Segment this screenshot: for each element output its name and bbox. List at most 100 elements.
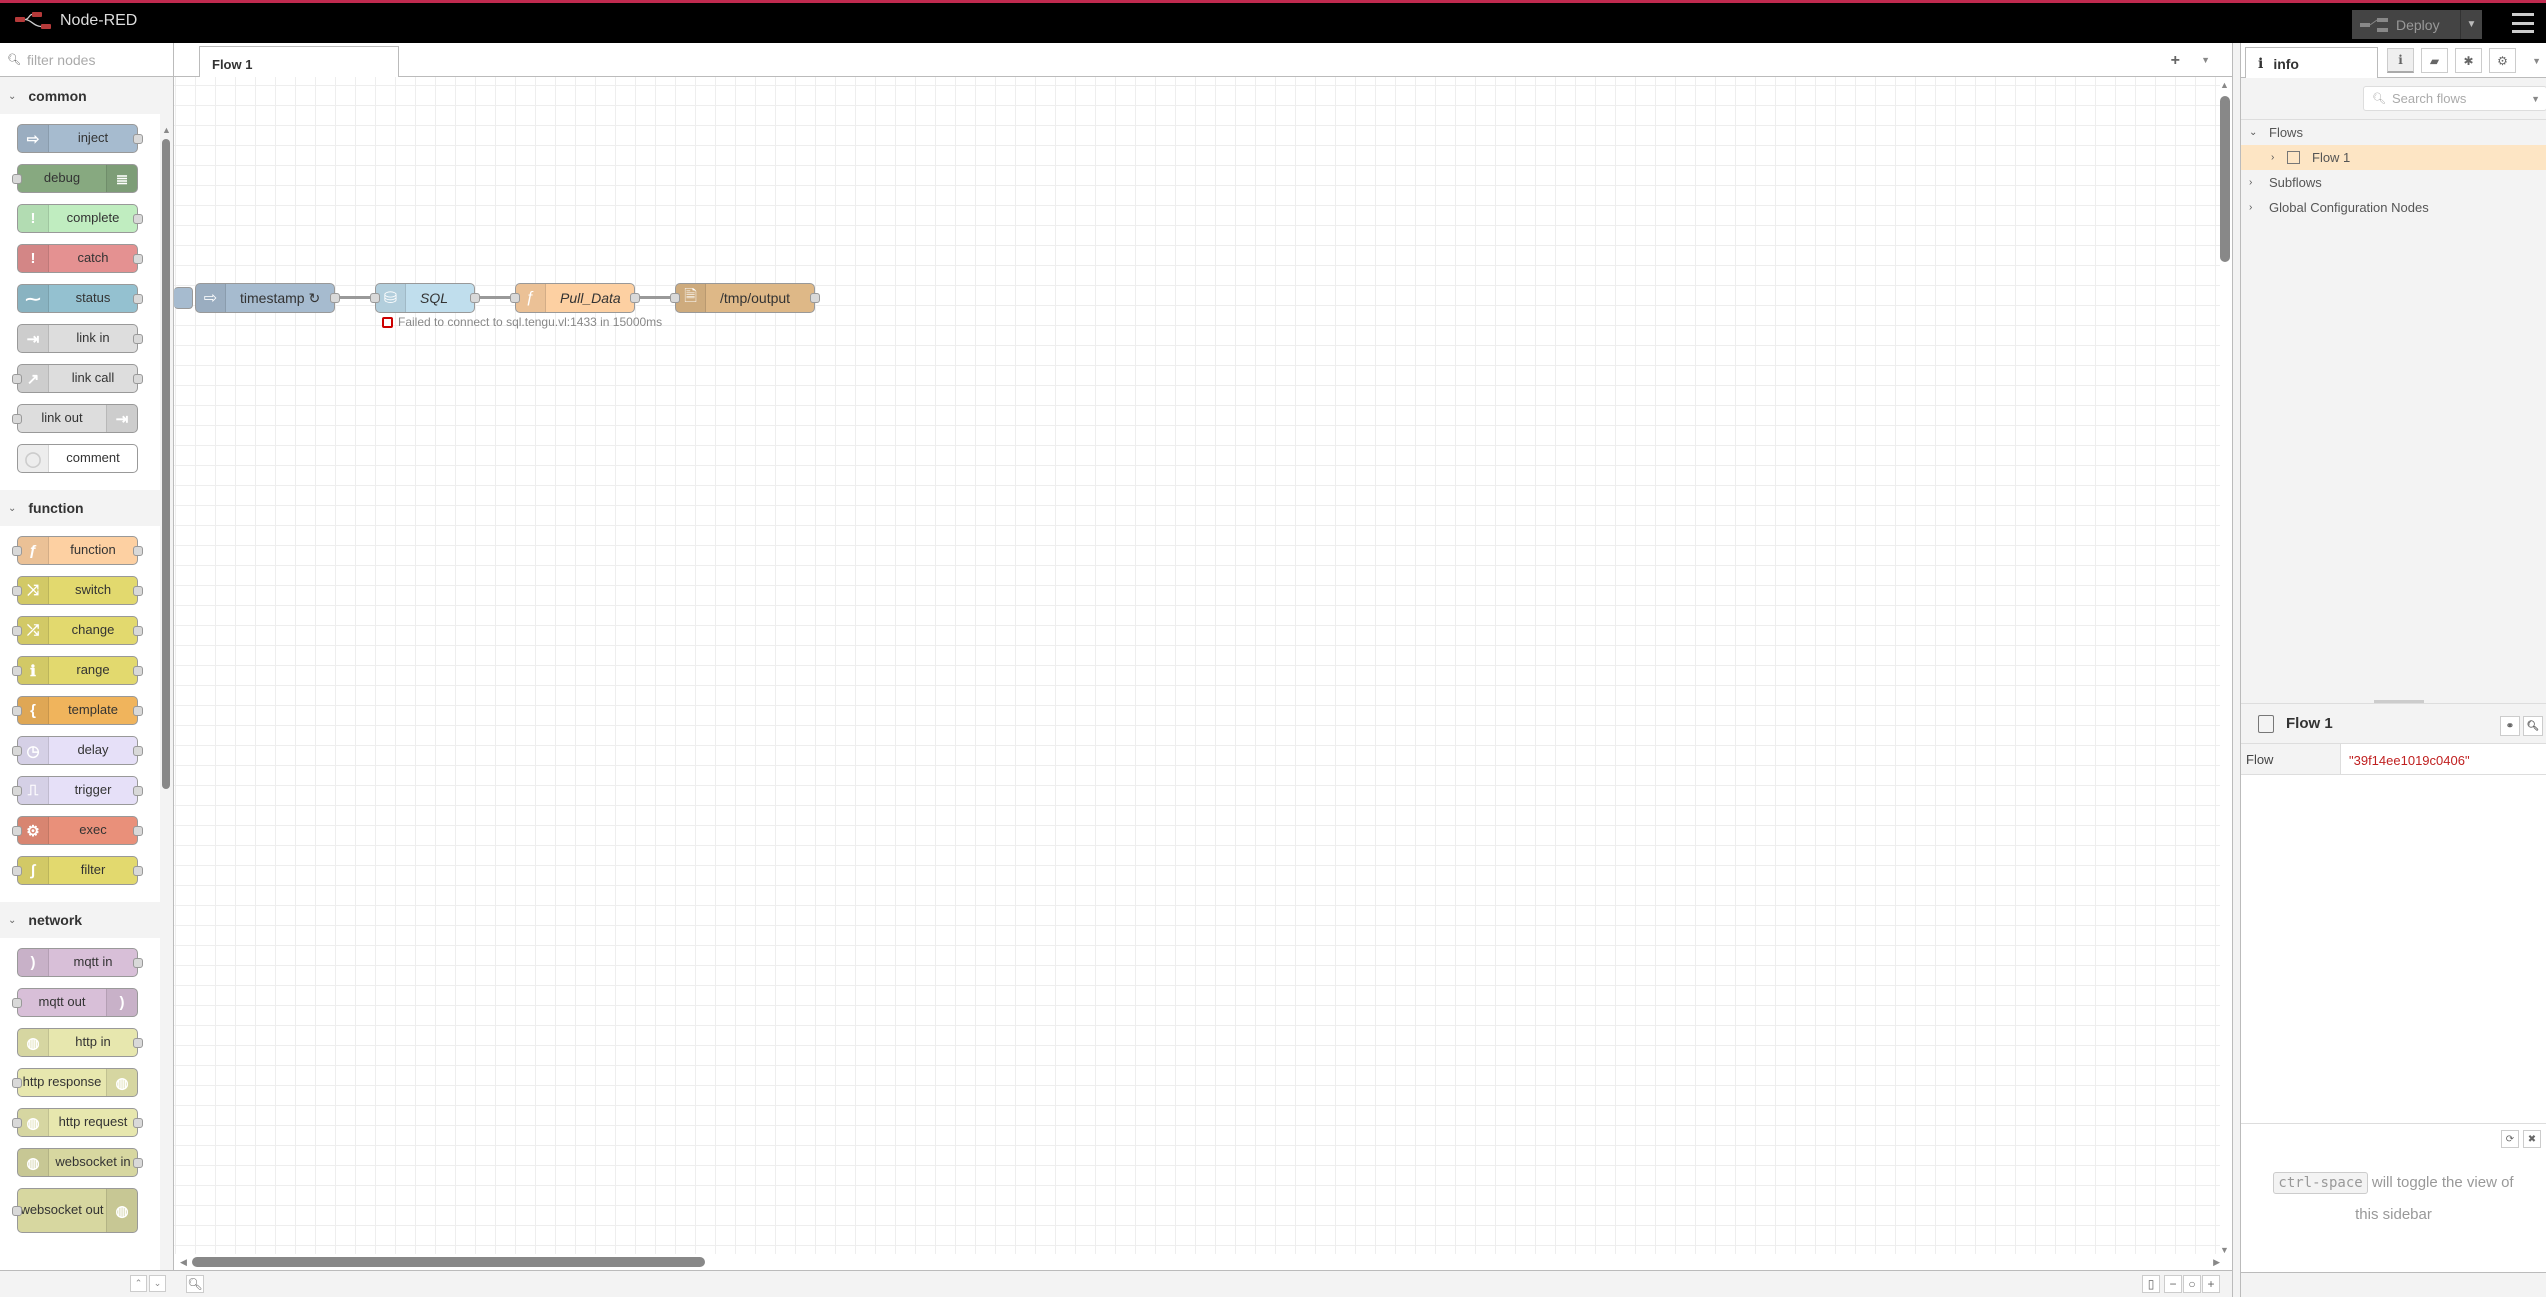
palette-node-filter[interactable]: ∫filter xyxy=(12,856,143,885)
debug-bug-icon[interactable]: ✱ xyxy=(2455,48,2482,73)
refresh-tip-icon[interactable]: ⟳ xyxy=(2501,1130,2519,1148)
flow-node-sql[interactable]: ⛁SQL xyxy=(370,283,480,313)
palette-node-change[interactable]: ⤮change xyxy=(12,616,143,645)
palette-node-inject[interactable]: ⇨inject xyxy=(17,124,143,153)
palette-node-link-call[interactable]: ↗link call xyxy=(12,364,143,393)
zoom-reset-icon[interactable]: ○ xyxy=(2183,1275,2201,1293)
output-port[interactable] xyxy=(470,293,480,303)
add-flow-plus-icon[interactable]: + xyxy=(2170,52,2180,69)
deploy-button[interactable]: Deploy ▼ xyxy=(2352,10,2482,39)
palette-node-switch[interactable]: ⤨switch xyxy=(12,576,143,605)
collapse-all-icon[interactable]: ⌃ xyxy=(130,1275,147,1292)
palette-node-complete[interactable]: !complete xyxy=(17,204,143,233)
output-port xyxy=(133,825,143,836)
node-label: complete xyxy=(66,210,120,226)
input-port xyxy=(12,745,22,756)
help-book-icon[interactable]: ▰ xyxy=(2421,48,2448,73)
output-port[interactable] xyxy=(330,293,340,303)
palette-filter-input[interactable]: 🔍︎ filter nodes xyxy=(0,43,173,77)
flow-node-tmp-output[interactable]: 🗎/tmp/output xyxy=(670,283,820,313)
zoom-in-icon[interactable]: + xyxy=(2202,1275,2220,1293)
tree-item-global-config[interactable]: ›Global Configuration Nodes xyxy=(2241,195,2546,220)
palette-node-exec[interactable]: ⚙exec xyxy=(12,816,143,845)
sidebar-tabs-caret-icon[interactable]: ▼ xyxy=(2532,56,2541,66)
input-port xyxy=(12,1077,22,1088)
output-port xyxy=(133,133,143,144)
palette-node-mqtt-in[interactable]: )mqtt in xyxy=(17,948,143,977)
flow-node-timestamp[interactable]: ⇨timestamp ↻ xyxy=(195,283,340,313)
node-label: range xyxy=(76,662,110,678)
palette-node-catch[interactable]: !catch xyxy=(17,244,143,273)
wire[interactable] xyxy=(335,296,375,299)
palette-node-http-request[interactable]: ◍http request xyxy=(12,1108,143,1137)
flow-list-caret-icon[interactable]: ▼ xyxy=(2201,55,2210,65)
palette-node-mqtt-out[interactable]: mqtt out) xyxy=(12,988,138,1017)
globe-icon: ◍ xyxy=(18,1149,49,1176)
palette-category-common[interactable]: ⌄common xyxy=(0,78,160,114)
database-icon: ⛁ xyxy=(376,284,406,312)
node-label: status xyxy=(75,290,111,306)
input-port[interactable] xyxy=(510,293,520,303)
palette-node-http-in[interactable]: ◍http in xyxy=(17,1028,143,1057)
search-flows-input[interactable]: 🔍︎ Search flows ▼ xyxy=(2363,86,2546,111)
tree-item-flows[interactable]: ⌄Flows xyxy=(2241,120,2546,145)
chevron-down-icon: ⌄ xyxy=(8,502,17,514)
palette-node-comment[interactable]: ◯comment xyxy=(17,444,138,473)
palette-node-template[interactable]: {template xyxy=(12,696,143,725)
config-gear-icon[interactable]: ⚙ xyxy=(2489,48,2516,73)
deploy-menu-caret-icon[interactable]: ▼ xyxy=(2460,10,2482,39)
flow-icon xyxy=(2258,714,2274,733)
canvas-vertical-scrollbar[interactable]: ▲▼ xyxy=(2220,80,2230,1255)
palette-category-network[interactable]: ⌄network xyxy=(0,902,160,938)
inject-trigger-button[interactable] xyxy=(174,287,193,309)
tree-item-subflows[interactable]: ›Subflows xyxy=(2241,170,2546,195)
expand-all-icon[interactable]: ⌄ xyxy=(149,1275,166,1292)
palette-scrollbar[interactable]: ▲ xyxy=(162,125,171,789)
output-port[interactable] xyxy=(810,293,820,303)
canvas-horizontal-scrollbar[interactable]: ◀▶ xyxy=(180,1257,2220,1267)
search-icon[interactable]: 🔍︎ xyxy=(2523,716,2543,736)
zoom-out-icon[interactable]: − xyxy=(2164,1275,2182,1293)
node-label: debug xyxy=(43,170,81,186)
palette-node-debug[interactable]: debug≣ xyxy=(12,164,138,193)
tab-info[interactable]: i info xyxy=(2245,47,2378,79)
palette-node-websocket-in[interactable]: ◍websocket in xyxy=(17,1148,143,1177)
search-icon[interactable]: 🔍︎ xyxy=(186,1275,204,1293)
output-port[interactable] xyxy=(630,293,640,303)
navigator-map-icon[interactable]: ▯ xyxy=(2142,1275,2160,1293)
status-text: Failed to connect to sql.tengu.vl:1433 i… xyxy=(398,315,663,329)
palette-node-http-response[interactable]: http response◍ xyxy=(12,1068,138,1097)
tab-flow-1[interactable]: Flow 1 xyxy=(199,46,399,78)
output-port xyxy=(133,785,143,796)
sidebar-resize-handle[interactable] xyxy=(2232,43,2241,1297)
output-port xyxy=(133,665,143,676)
palette-node-status[interactable]: ⁓status xyxy=(17,284,143,313)
palette-node-link-in[interactable]: ⇥link in xyxy=(17,324,143,353)
property-key: Flow xyxy=(2241,744,2341,774)
palette-node-websocket-out[interactable]: websocket out◍ xyxy=(12,1188,138,1233)
info-tab-icon[interactable]: i xyxy=(2387,48,2414,73)
wire[interactable] xyxy=(635,296,675,299)
palette-node-trigger[interactable]: ⎍trigger xyxy=(12,776,143,805)
input-port[interactable] xyxy=(370,293,380,303)
palette-node-link-out[interactable]: link out⇥ xyxy=(12,404,138,433)
output-port xyxy=(133,957,143,968)
palette-category-function[interactable]: ⌄function xyxy=(0,490,160,526)
link-icon[interactable]: ⚭ xyxy=(2500,716,2520,736)
search-options-caret-icon[interactable]: ▼ xyxy=(2531,93,2540,104)
palette-node-delay[interactable]: ◷delay xyxy=(12,736,143,765)
input-port xyxy=(12,785,22,796)
input-port[interactable] xyxy=(670,293,680,303)
panel-resize-grip[interactable] xyxy=(2374,700,2424,703)
tree-item-flow-1[interactable]: ›Flow 1 xyxy=(2241,145,2546,170)
tree-label: Flows xyxy=(2269,125,2303,140)
input-port xyxy=(12,997,22,1008)
wire[interactable] xyxy=(475,296,515,299)
speech-bubble-icon: ◯ xyxy=(18,445,49,472)
close-icon[interactable]: ✖ xyxy=(2523,1130,2541,1148)
main-menu-hamburger-icon[interactable] xyxy=(2512,13,2534,33)
